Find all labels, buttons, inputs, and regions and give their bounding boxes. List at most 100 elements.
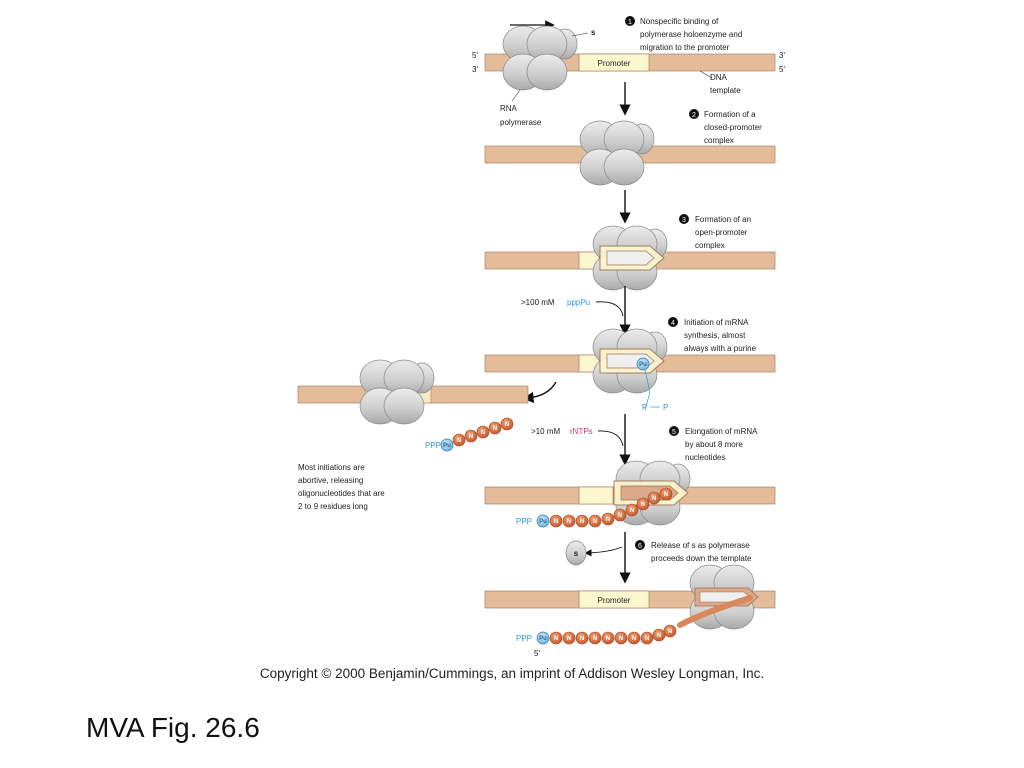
step-6-badge	[635, 540, 645, 550]
svg-text:3: 3	[682, 217, 686, 224]
step-2-text-line2: closed-promoter	[704, 123, 762, 132]
step-4-text-line1: Initiation of mRNA	[684, 318, 749, 327]
step-5-text-line2: by about 8 more	[685, 440, 743, 449]
figure-caption: MVA Fig. 26.6	[86, 712, 260, 743]
svg-text:N: N	[632, 636, 636, 642]
svg-text:N: N	[567, 519, 571, 525]
abortive-note-line2: abortive, releasing	[298, 476, 363, 485]
step-2-badge	[689, 109, 699, 119]
step-5-group: PPP Pu N N N N N N N N N N 5 Elongation	[484, 426, 776, 528]
step-5-badge	[669, 426, 679, 436]
mrna5-ppp: PPP	[516, 517, 532, 526]
five-prime-bottom: 5'	[779, 65, 785, 74]
svg-text:N: N	[668, 629, 672, 635]
svg-text:5: 5	[672, 429, 676, 436]
abortive-arrow	[522, 381, 557, 404]
phosphate-p-1: P	[642, 403, 647, 412]
svg-text:6: 6	[638, 543, 642, 550]
step-4-group: Pu P P 4 Initiation of mRNA synthesis, a…	[484, 317, 776, 412]
step-1-badge	[625, 16, 635, 26]
phosphate-p-2: P	[663, 403, 668, 412]
svg-text:N: N	[593, 519, 597, 525]
mrna-exit-strand	[677, 595, 753, 628]
step-1-text-line3: migration to the promoter	[640, 43, 730, 52]
svg-text:Pu: Pu	[539, 519, 547, 525]
rntps-input-label: rNTPs	[570, 427, 593, 436]
step-3-badge	[679, 214, 689, 224]
mrna6-ppp: PPP	[516, 634, 532, 643]
step-1-text-line2: polymerase holoenzyme and	[640, 30, 742, 39]
sigma-label: s	[591, 28, 596, 37]
step-3-text-line2: open-promoter	[695, 228, 748, 237]
copyright-notice: Copyright © 2000 Benjamin/Cummings, an i…	[259, 666, 765, 681]
purine-nucleotide	[636, 357, 650, 371]
released-sigma-factor	[565, 540, 587, 566]
dna-template-label-line2: template	[710, 86, 741, 95]
step-3-text-line1: Formation of an	[695, 215, 751, 224]
pppPu-concentration: >100 mM	[521, 298, 555, 307]
svg-text:N: N	[606, 517, 610, 523]
step-6-text-line1: Release of s as polymerase	[651, 541, 750, 550]
abortive-note-line1: Most initiations are	[298, 463, 365, 472]
svg-text:N: N	[554, 519, 558, 525]
svg-text:N: N	[554, 636, 558, 642]
rna-polymerase-label-line1: RNA	[500, 104, 518, 113]
svg-text:N: N	[618, 513, 622, 519]
svg-text:N: N	[457, 438, 461, 444]
step-3-text-line3: complex	[695, 241, 725, 250]
step-6-text-line2: proceeds down the template	[651, 554, 752, 563]
abortive-note-line3: oligonucleotides that are	[298, 489, 385, 498]
svg-text:Pu: Pu	[539, 636, 547, 642]
svg-text:N: N	[469, 434, 473, 440]
svg-text:2: 2	[692, 112, 696, 119]
dna-template-label-line1: DNA	[710, 73, 728, 82]
step-2-group: 2 Formation of a closed-promoter complex	[484, 109, 776, 186]
mrna-five-prime-end: 5'	[534, 649, 540, 658]
step-5-text-line3: nucleotides	[685, 453, 725, 462]
svg-text:N: N	[505, 422, 509, 428]
step-2-text-line1: Formation of a	[704, 110, 756, 119]
promoter-box-6	[578, 590, 650, 609]
svg-text:N: N	[493, 426, 497, 432]
svg-text:1: 1	[628, 19, 632, 26]
rna-polymerase-closed-complex	[579, 120, 655, 186]
pppPu-input-label: pppPu	[567, 298, 590, 307]
svg-text:N: N	[652, 496, 656, 502]
step-6-group: 6 Release of s as polymerase proceeds do…	[484, 540, 776, 658]
step-4-text-line2: synthesis, almost	[684, 331, 746, 340]
five-prime-top: 5'	[472, 51, 478, 60]
svg-text:N: N	[641, 502, 645, 508]
step-5-text-line1: Elongation of mRNA	[685, 427, 758, 436]
promoter-box-1	[578, 53, 650, 72]
abortive-oligonucleotide: PPP Pu N N N N N	[425, 417, 514, 452]
step-1-text-line1: Nonspecific binding of	[640, 17, 719, 26]
abortive-note-line4: 2 to 9 residues long	[298, 502, 368, 511]
three-prime-top: 3'	[779, 51, 785, 60]
three-prime-bottom: 3'	[472, 65, 478, 74]
released-mrna-chain: PPP Pu N N N N N N N N N N	[516, 624, 677, 645]
step-3-group: 3 Formation of an open-promoter complex	[484, 214, 776, 291]
svg-text:Pu: Pu	[639, 362, 647, 368]
svg-text:N: N	[481, 430, 485, 436]
step-4-text-line3: always with a purine	[684, 344, 757, 353]
svg-text:N: N	[645, 636, 649, 642]
nascent-mrna-5: PPP Pu N N N N N N N N N N	[516, 487, 673, 528]
rna-polymerase-label-line2: polymerase	[500, 118, 542, 127]
svg-text:N: N	[657, 633, 661, 639]
svg-text:Pu: Pu	[443, 443, 451, 449]
abortive-ppp: PPP	[425, 441, 441, 450]
svg-text:N: N	[664, 492, 668, 498]
step-1-group: Promoter s 5' 3' 3' 5' RNA polymerase DN…	[472, 16, 785, 127]
svg-text:N: N	[580, 519, 584, 525]
svg-text:N: N	[580, 636, 584, 642]
rna-polymerase-holoenzyme-1	[502, 25, 578, 91]
svg-text:N: N	[593, 636, 597, 642]
svg-text:N: N	[606, 636, 610, 642]
rna-polymerase-abortive	[359, 359, 435, 425]
transcription-initiation-diagram: Promoter s 5' 3' 3' 5' RNA polymerase DN…	[297, 16, 785, 658]
promoter-label-6: Promoter	[598, 596, 631, 605]
rntps-concentration: >10 mM	[531, 427, 560, 436]
svg-text:N: N	[567, 636, 571, 642]
released-sigma-label: s	[574, 549, 579, 558]
svg-text:N: N	[619, 636, 623, 642]
